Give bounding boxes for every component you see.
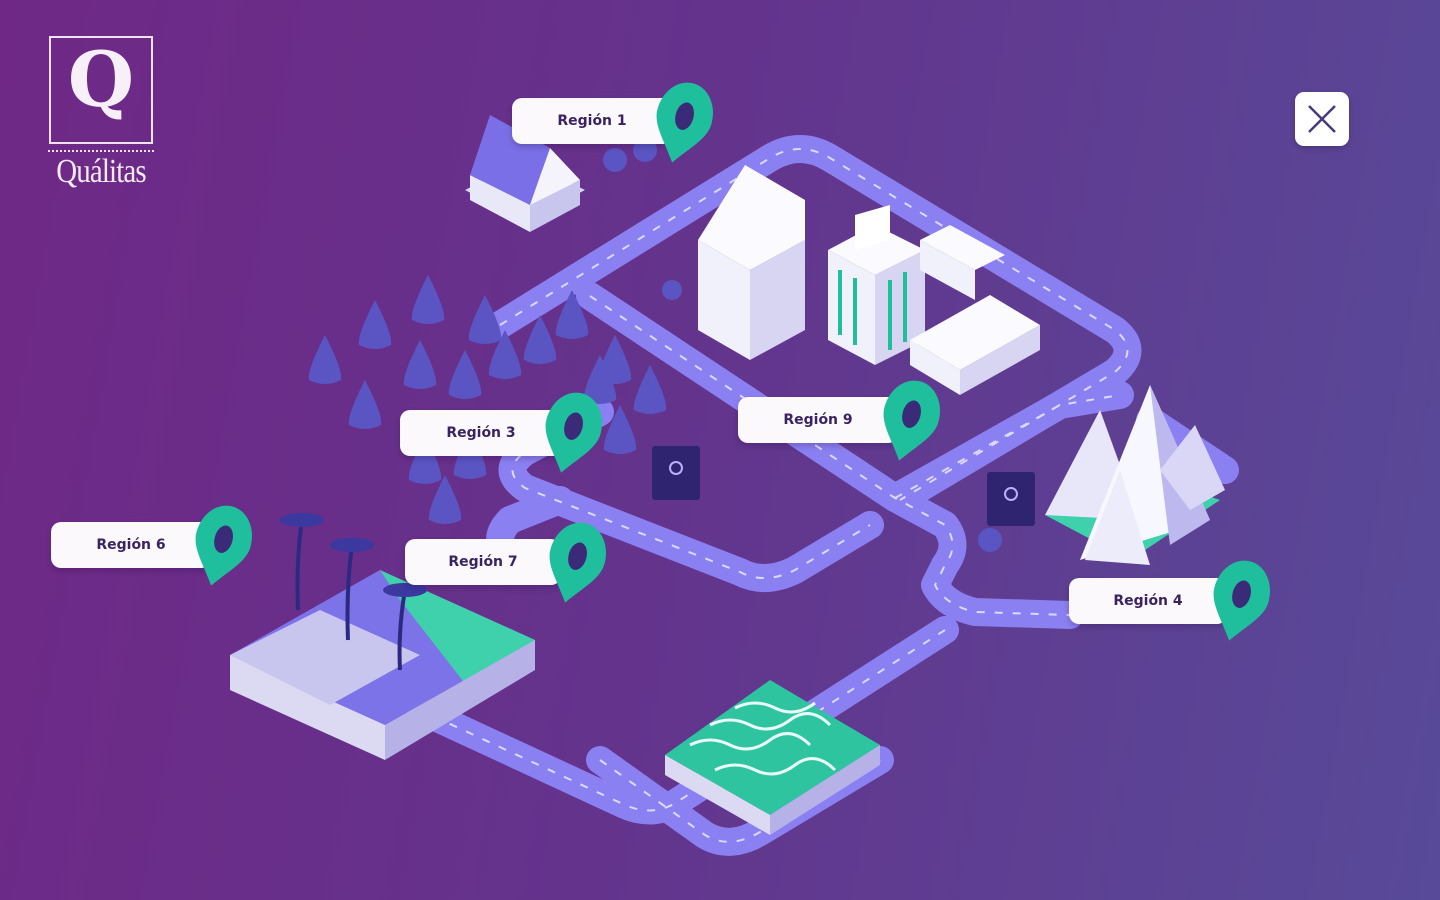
region-label: Región 7	[405, 539, 561, 585]
tall-building	[698, 165, 805, 360]
region-label: Región 1	[512, 98, 672, 144]
pine-tree	[488, 330, 522, 379]
region-label: Región 6	[51, 522, 211, 568]
qualitas-signs	[652, 446, 1035, 526]
pine-tree	[603, 405, 637, 454]
small-trees	[603, 138, 1002, 552]
pine-tree	[583, 355, 617, 404]
palm-leaves	[280, 513, 427, 597]
road-markings	[419, 148, 1129, 843]
logo-name: Quálitas	[56, 153, 146, 190]
close-button[interactable]	[1295, 92, 1349, 146]
pine-tree	[448, 350, 482, 399]
close-icon	[1308, 105, 1336, 133]
pine-tree	[348, 380, 382, 429]
qualitas-logo: Q Quálitas	[46, 36, 156, 190]
pine-tree	[358, 300, 392, 349]
pine-tree	[468, 295, 502, 344]
region-label: Región 4	[1069, 578, 1227, 624]
region-label: Región 3	[400, 410, 562, 456]
mountains	[1045, 385, 1225, 565]
hotel-building	[910, 225, 1040, 395]
beach	[230, 570, 535, 760]
pine-tree	[555, 290, 589, 339]
pine-tree	[408, 435, 442, 484]
pine-tree	[308, 335, 342, 384]
water-tile	[665, 680, 880, 835]
office-building	[828, 205, 925, 365]
palm-trees	[295, 519, 407, 671]
logo-letter: Q	[67, 35, 135, 124]
pine-tree	[633, 365, 667, 414]
pine-tree	[523, 315, 557, 364]
pine-tree	[428, 475, 462, 524]
pine-tree	[403, 340, 437, 389]
pine-tree	[411, 275, 445, 324]
region-label: Región 9	[738, 397, 898, 443]
house	[465, 115, 585, 232]
